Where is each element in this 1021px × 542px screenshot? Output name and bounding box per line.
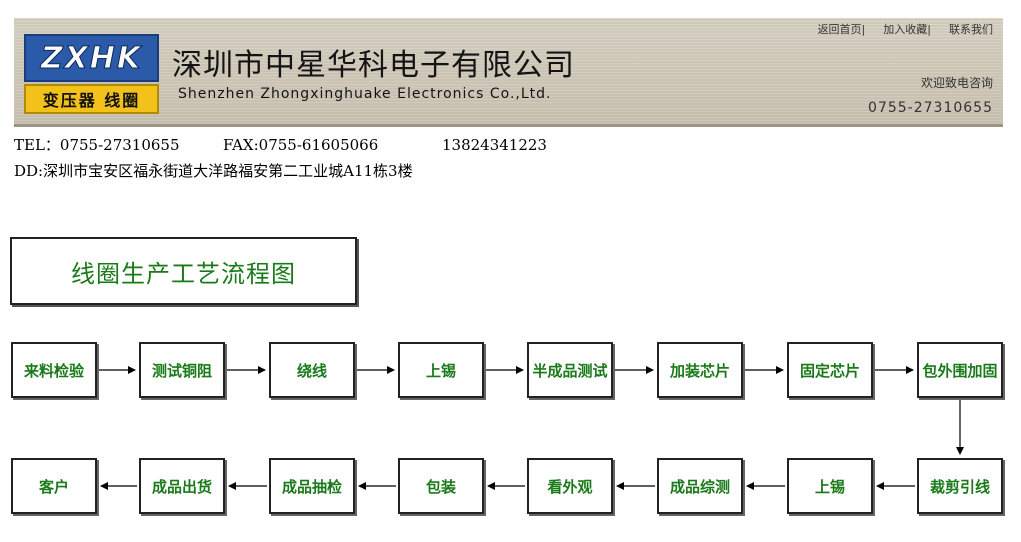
- address-line: DD:深圳市宝安区福永街道大洋路福安第二工业城A11栋3楼: [14, 162, 413, 180]
- mobile-text: 13824341223: [442, 136, 547, 154]
- flowchart-title-box: 线圈生产工艺流程图: [10, 237, 357, 305]
- step-trim-leads: 裁剪引线: [917, 458, 1003, 514]
- step-tinning: 上锡: [398, 342, 484, 398]
- step-customer: 客户: [11, 458, 97, 514]
- link-home[interactable]: 返回首页|: [817, 23, 866, 36]
- header-banner: ZXHK 变压器 线圈 深圳市中星华科电子有限公司 Shenzhen Zhong…: [14, 18, 1003, 127]
- step-packaging: 包装: [398, 458, 484, 514]
- company-name-chinese: 深圳市中星华科电子有限公司: [172, 48, 575, 83]
- link-contact[interactable]: 联系我们: [949, 23, 993, 36]
- step-winding: 绕线: [269, 342, 355, 398]
- tel-text: TEL：0755-27310655: [14, 136, 180, 154]
- step-tinning-2: 上锡: [787, 458, 873, 514]
- step-final-test: 成品综测: [657, 458, 743, 514]
- step-sampling-inspection: 成品抽检: [269, 458, 355, 514]
- header-phone: 0755-27310655: [868, 100, 993, 116]
- flowchart-title: 线圈生产工艺流程图: [71, 259, 296, 288]
- step-install-core: 加装芯片: [657, 342, 743, 398]
- step-copper-resistance-test: 测试铜阻: [139, 342, 225, 398]
- step-semi-finished-test: 半成品测试: [527, 342, 613, 398]
- step-fix-core: 固定芯片: [787, 342, 873, 398]
- welcome-text: 欢迎致电咨询: [920, 76, 993, 90]
- link-favorite[interactable]: 加入收藏|: [883, 23, 931, 36]
- contact-line: TEL：0755-27310655 FAX:0755-61605066 138243…: [14, 134, 547, 155]
- step-outer-reinforce: 包外围加固: [917, 342, 1003, 398]
- logo-subtitle: 变压器 线圈: [42, 91, 141, 110]
- logo-text: ZXHK: [40, 40, 143, 76]
- company-name-english: Shenzhen Zhongxinghuake Electronics Co.,…: [178, 86, 552, 102]
- fax-text: FAX:0755-61605066: [223, 136, 379, 154]
- top-links: 返回首页| 加入收藏| 联系我们: [818, 21, 993, 37]
- step-visual-check: 看外观: [527, 458, 613, 514]
- step-shipment: 成品出货: [139, 458, 225, 514]
- step-incoming-inspection: 来料检验: [11, 342, 97, 398]
- company-logo: ZXHK 变压器 线圈: [24, 34, 159, 118]
